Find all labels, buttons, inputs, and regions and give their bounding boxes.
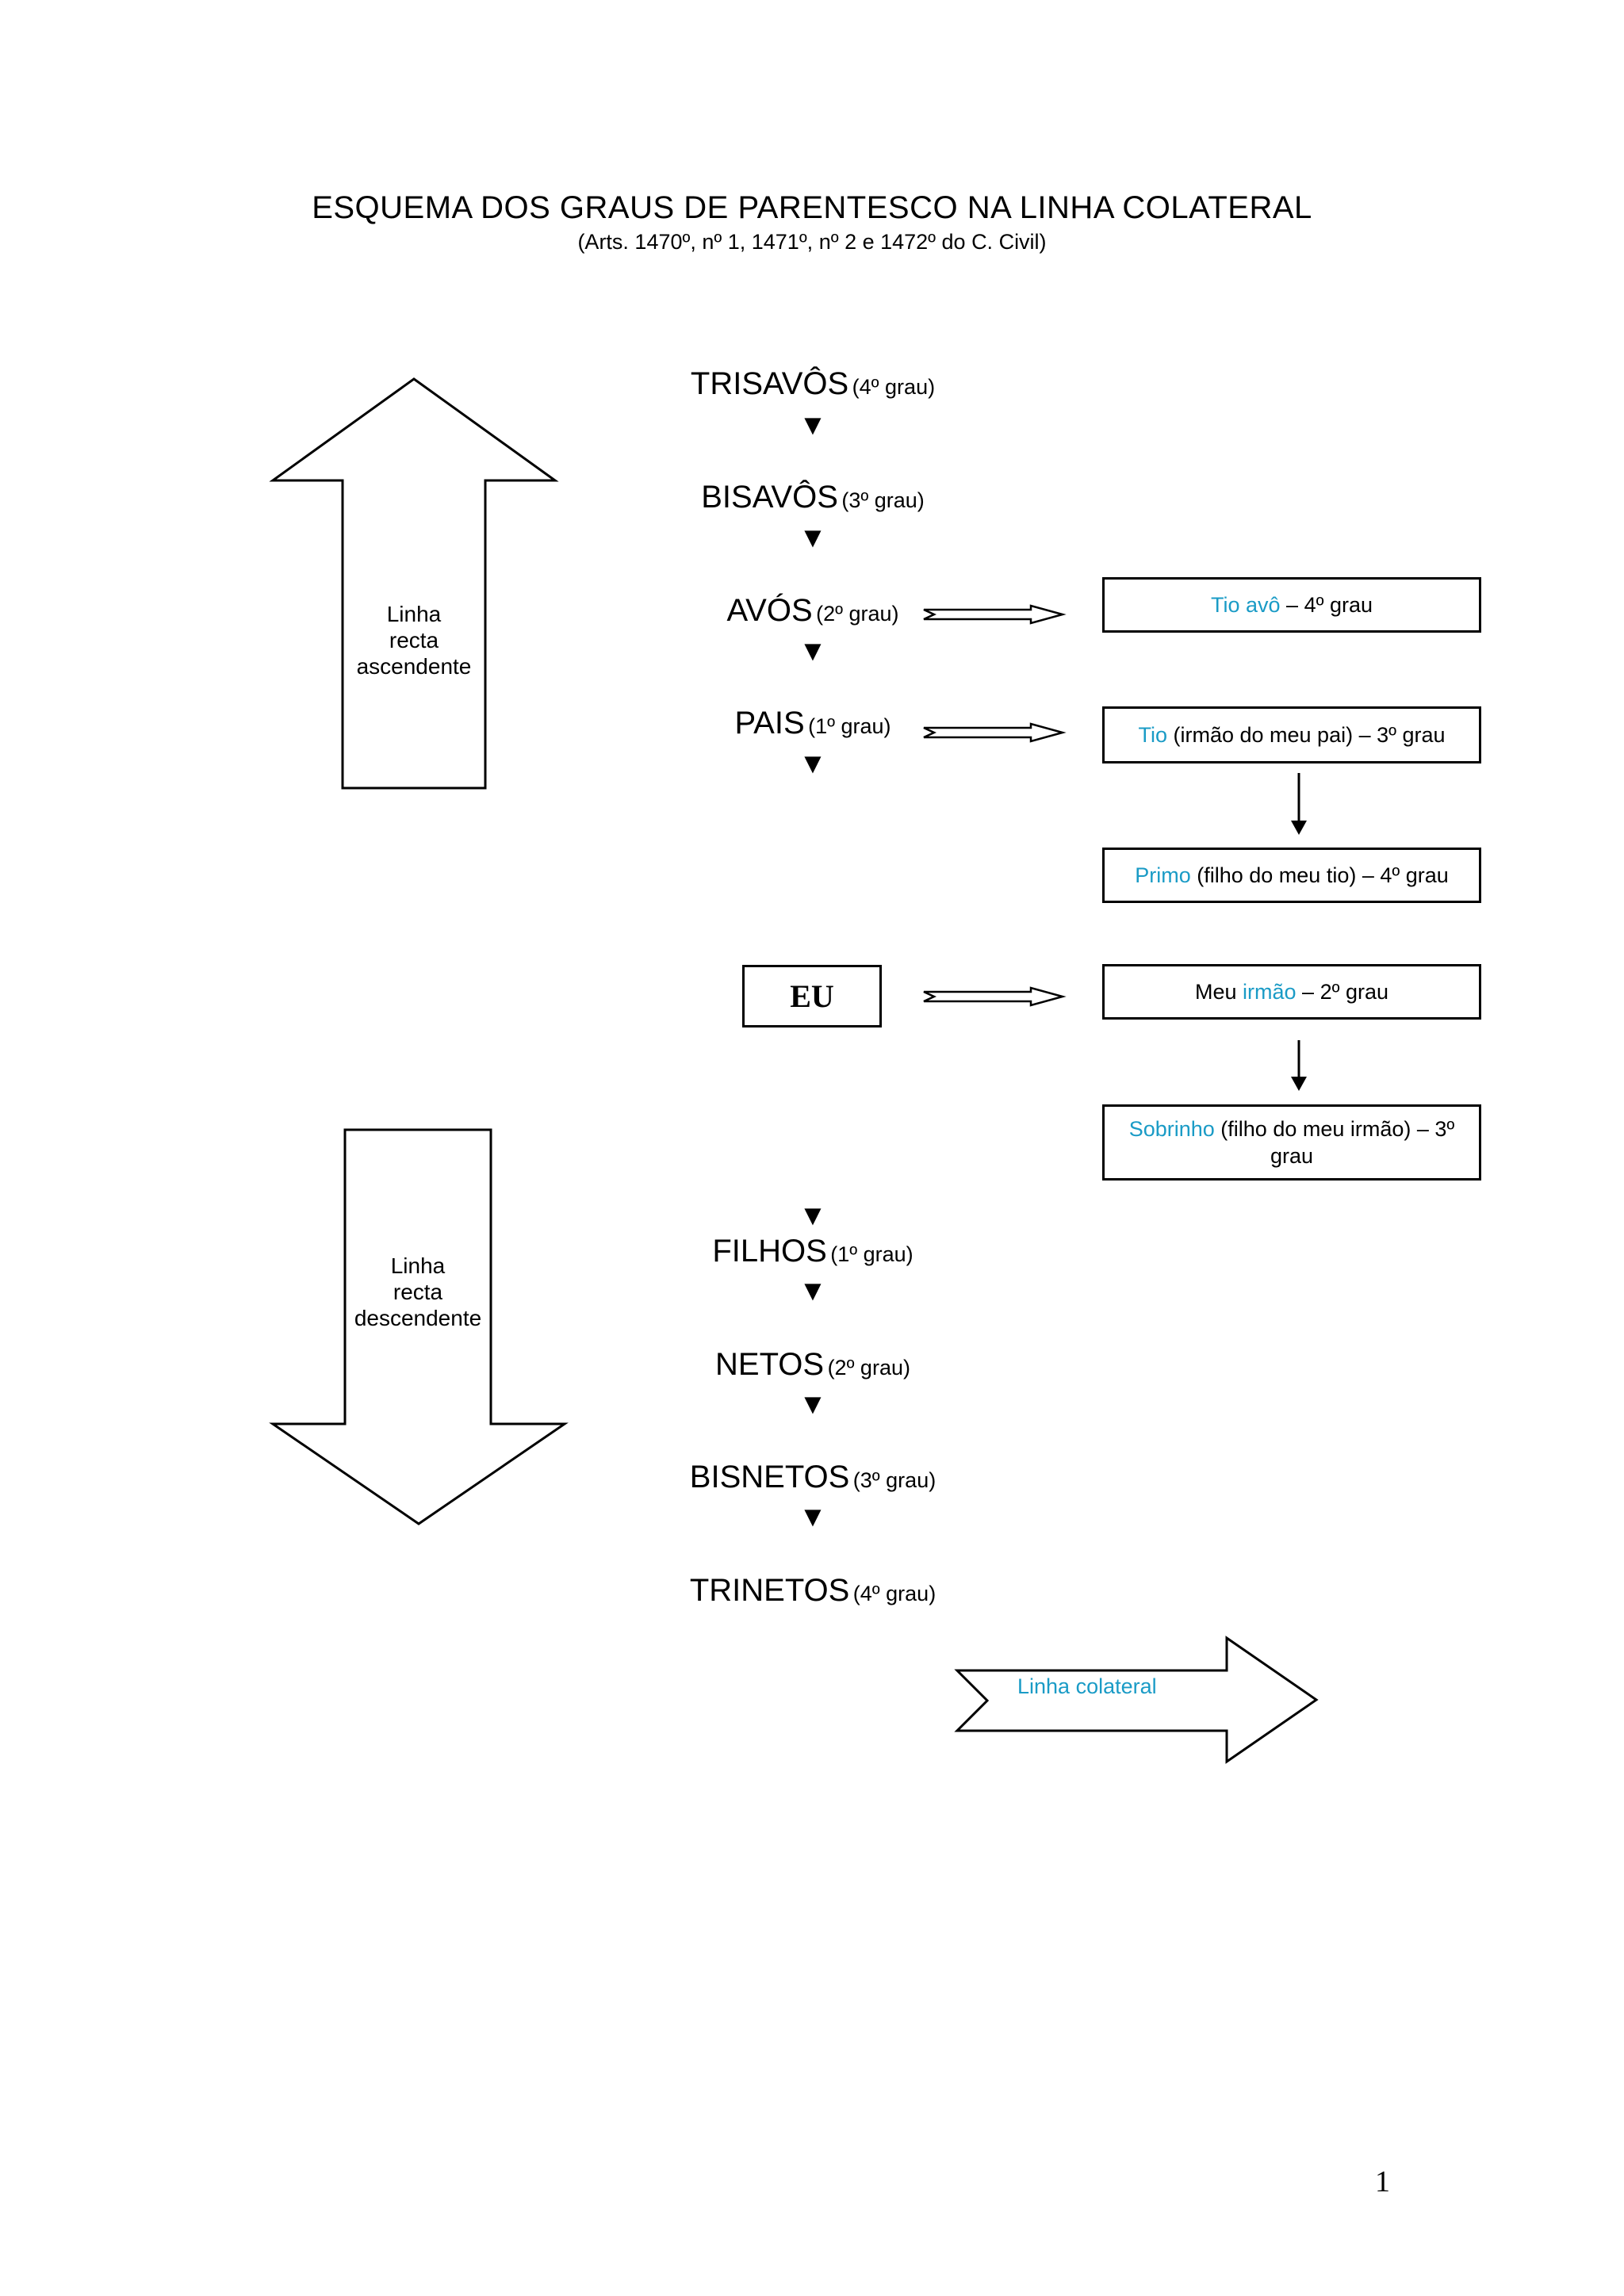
descending-arrow-label: Linha recta descendente xyxy=(345,1253,491,1331)
ascending-label-line2: recta xyxy=(389,628,439,652)
ancestor-avos: AVÓS (2º grau) xyxy=(654,593,971,629)
down-triangle-icon: ▼ xyxy=(799,408,827,441)
descendant-grade: (2º grau) xyxy=(827,1356,910,1380)
ancestor-name: TRISAVÔS xyxy=(690,366,849,401)
descendant-bisnetos: BISNETOS (3º grau) xyxy=(654,1460,971,1495)
ascending-label-line3: ascendente xyxy=(356,654,472,679)
ancestor-grade: (4º grau) xyxy=(852,375,936,399)
down-triangle-icon: ▼ xyxy=(799,521,827,553)
ancestor-grade: (3º grau) xyxy=(841,488,925,512)
self-box: EU xyxy=(742,965,882,1027)
box-tio-avo: Tio avô – 4º grau xyxy=(1102,577,1481,633)
descending-block-arrow xyxy=(269,1128,569,1525)
down-triangle-icon: ▼ xyxy=(799,1387,827,1420)
collateral-block-arrow xyxy=(954,1636,1319,1764)
irmao-prefix: Meu xyxy=(1195,980,1243,1004)
page-number: 1 xyxy=(1375,2165,1390,2198)
descendant-name: NETOS xyxy=(715,1347,825,1382)
ancestor-grade: (1º grau) xyxy=(808,714,891,738)
sobrinho-rest: (filho do meu irmão) – 3º xyxy=(1214,1117,1455,1141)
descendant-name: TRINETOS xyxy=(689,1573,850,1608)
sobrinho-highlight: Sobrinho xyxy=(1128,1117,1215,1141)
ascending-arrow-label: Linha recta ascendente xyxy=(343,601,485,679)
descendant-name: FILHOS xyxy=(712,1234,827,1269)
ascending-label-line1: Linha xyxy=(386,602,442,626)
down-arrow-tio-primo xyxy=(1291,773,1307,835)
ancestor-grade: (2º grau) xyxy=(816,602,899,626)
ancestor-name: PAIS xyxy=(734,706,805,740)
hollow-arrow-pais xyxy=(923,722,1067,743)
ancestor-name: AVÓS xyxy=(726,593,813,628)
descendant-grade: (3º grau) xyxy=(852,1468,936,1492)
ascending-block-arrow xyxy=(269,377,559,790)
descendant-filhos: FILHOS (1º grau) xyxy=(654,1234,971,1269)
primo-rest: (filho do meu tio) – 4º grau xyxy=(1190,863,1449,887)
descendant-name: BISNETOS xyxy=(689,1460,850,1494)
descending-label-line3: descendente xyxy=(354,1306,482,1330)
down-arrow-irmao-sobrinho xyxy=(1291,1040,1307,1091)
irmao-rest: – 2º grau xyxy=(1296,980,1388,1004)
primo-highlight: Primo xyxy=(1135,863,1191,887)
descendant-trinetos: TRINETOS (4º grau) xyxy=(654,1573,971,1609)
irmao-highlight: irmão xyxy=(1243,980,1297,1004)
tio-avo-highlight: Tio avô xyxy=(1211,593,1281,617)
descending-label-line1: Linha xyxy=(390,1253,446,1278)
box-tio: Tio (irmão do meu pai) – 3º grau xyxy=(1102,706,1481,763)
down-triangle-icon: ▼ xyxy=(799,1199,827,1231)
ancestor-trisavos: TRISAVÔS (4º grau) xyxy=(654,366,971,402)
tio-highlight: Tio xyxy=(1138,723,1167,747)
down-triangle-icon: ▼ xyxy=(799,634,827,667)
tio-rest: (irmão do meu pai) – 3º grau xyxy=(1166,723,1446,747)
page-title: ESQUEMA DOS GRAUS DE PARENTESCO NA LINHA… xyxy=(312,190,1312,225)
page-subtitle: (Arts. 1470º, nº 1, 1471º, nº 2 e 1472º … xyxy=(577,230,1047,254)
descendant-grade: (1º grau) xyxy=(830,1242,914,1266)
collateral-arrow-label: Linha colateral xyxy=(1017,1674,1157,1698)
tio-avo-rest: – 4º grau xyxy=(1280,593,1373,617)
box-sobrinho: Sobrinho (filho do meu irmão) – 3º grau xyxy=(1102,1104,1481,1181)
descendant-grade: (4º grau) xyxy=(852,1582,936,1605)
ancestor-pais: PAIS (1º grau) xyxy=(654,706,971,741)
descendant-netos: NETOS (2º grau) xyxy=(654,1347,971,1383)
ancestor-name: BISAVÔS xyxy=(701,480,838,515)
hollow-arrow-eu xyxy=(923,986,1067,1007)
box-irmao: Meu irmão – 2º grau xyxy=(1102,964,1481,1020)
ancestor-bisavos: BISAVÔS (3º grau) xyxy=(654,480,971,515)
descending-label-line2: recta xyxy=(393,1280,443,1304)
box-primo: Primo (filho do meu tio) – 4º grau xyxy=(1102,848,1481,903)
down-triangle-icon: ▼ xyxy=(799,747,827,779)
hollow-arrow-avos xyxy=(923,604,1067,625)
sobrinho-line2: grau xyxy=(1270,1144,1314,1168)
down-triangle-icon: ▼ xyxy=(799,1500,827,1533)
down-triangle-icon: ▼ xyxy=(799,1274,827,1307)
